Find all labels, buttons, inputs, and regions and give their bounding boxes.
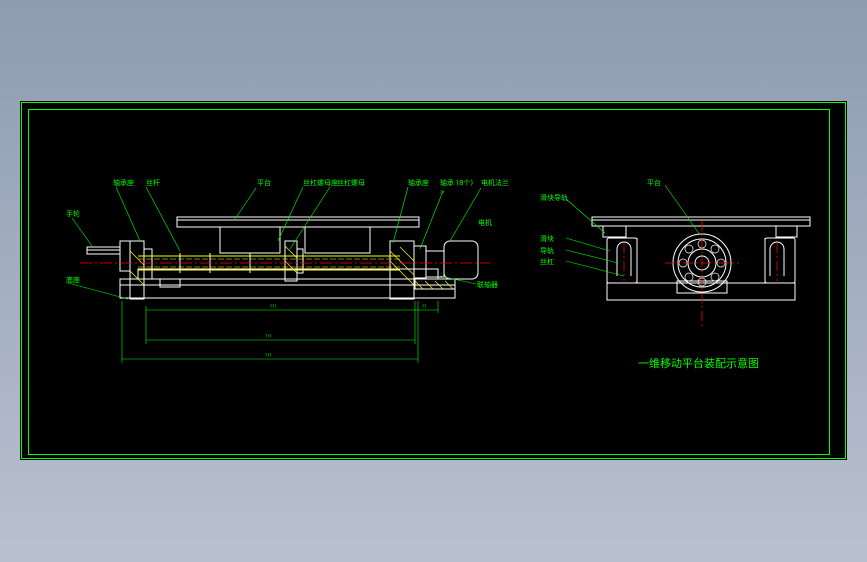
coupling [425, 250, 445, 278]
label-rail: 导轨 [540, 246, 554, 255]
label-platform: 平台 [257, 178, 271, 187]
platform-plate [176, 216, 420, 228]
label-guide-block: 滑块导轨 [540, 193, 568, 202]
dim-4: ?? [422, 304, 426, 309]
base-plate [119, 278, 456, 299]
label-screw-nut: 丝杠螺母 [337, 178, 365, 187]
dim-3: ??? [265, 353, 271, 358]
label-bearing: 轴承 (8个) [440, 178, 473, 187]
lead-screw [138, 253, 400, 273]
label-motor: 电机 [478, 218, 492, 227]
inner-frame [28, 109, 830, 455]
dim-1: ??? [270, 304, 276, 309]
outer-frame [21, 102, 846, 459]
dim-5: ?? [440, 190, 444, 195]
label-coupling: 联轴器 [477, 280, 498, 289]
label-end-platform: 平台 [647, 178, 661, 187]
label-slider: 滑块 [540, 234, 554, 243]
side-view [86, 216, 479, 300]
side-view-hatch [129, 245, 454, 290]
rail [137, 268, 439, 280]
label-base: 底座 [66, 275, 80, 284]
label-screw-left: 丝杆 [146, 178, 160, 187]
end-platform [591, 216, 811, 227]
end-left-slider [606, 237, 638, 284]
slider-block-left [219, 226, 281, 254]
end-view [591, 216, 811, 301]
label-motor-flange: 电机法兰 [481, 178, 509, 187]
label-bearing-seat-left: 轴承座 [113, 178, 134, 187]
leader-lines-end [565, 184, 701, 277]
dimension-lines [121, 301, 439, 363]
label-screw-end: 丝杠 [540, 257, 554, 266]
motor-flange [413, 245, 427, 279]
label-nut-seat: 丝杠螺母座 [303, 178, 338, 187]
end-base [606, 282, 796, 301]
label-handwheel: 手轮 [66, 209, 80, 218]
drawing-canvas: 轴承座 丝杆 平台 丝杠螺母座 丝杠螺母 轴承座 轴承 (8个) 电机法兰 手轮… [21, 102, 846, 459]
drawing-title: 一维移动平台装配示意图 [638, 356, 759, 370]
motor-body [443, 240, 479, 280]
dim-2: ??? [265, 334, 271, 339]
slider-block-right [304, 226, 371, 254]
leader-lines-side [67, 186, 482, 300]
handwheel-hub [119, 240, 131, 272]
cad-viewport[interactable]: 轴承座 丝杆 平台 丝杠螺母座 丝杠螺母 轴承座 轴承 (8个) 电机法兰 手轮… [20, 101, 847, 460]
label-bearing-seat-right: 轴承座 [408, 178, 429, 187]
end-axis [623, 221, 778, 329]
